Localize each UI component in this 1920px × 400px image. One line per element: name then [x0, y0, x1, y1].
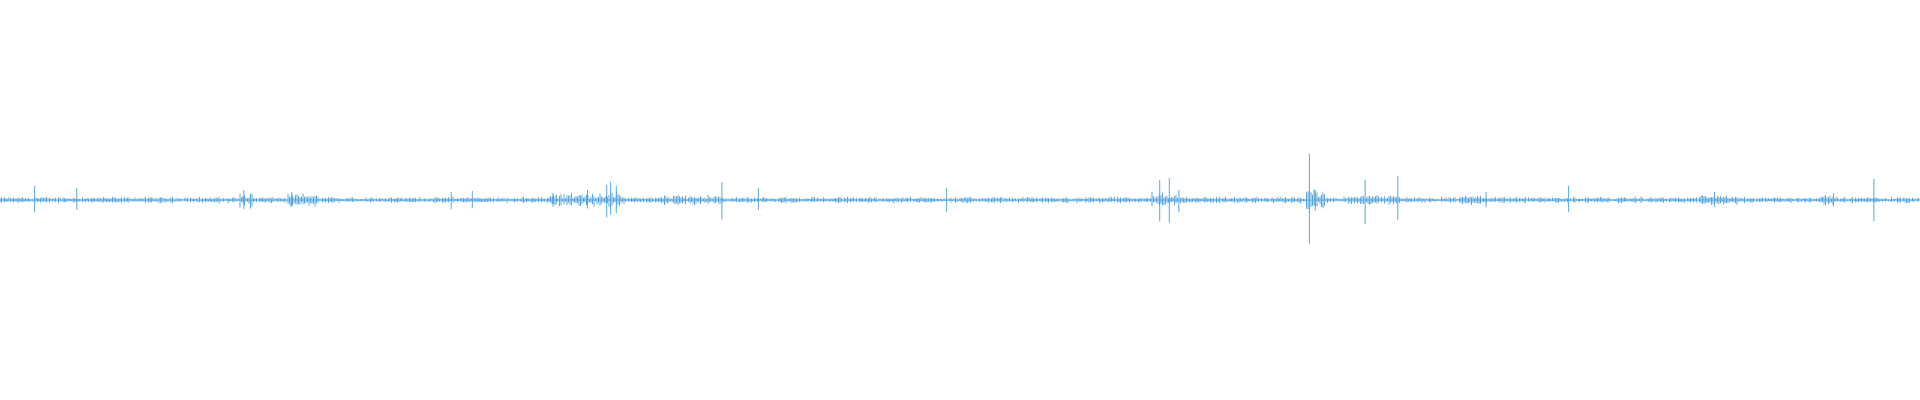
waveform-bars — [0, 154, 1919, 244]
waveform-samples — [0, 189, 1919, 211]
